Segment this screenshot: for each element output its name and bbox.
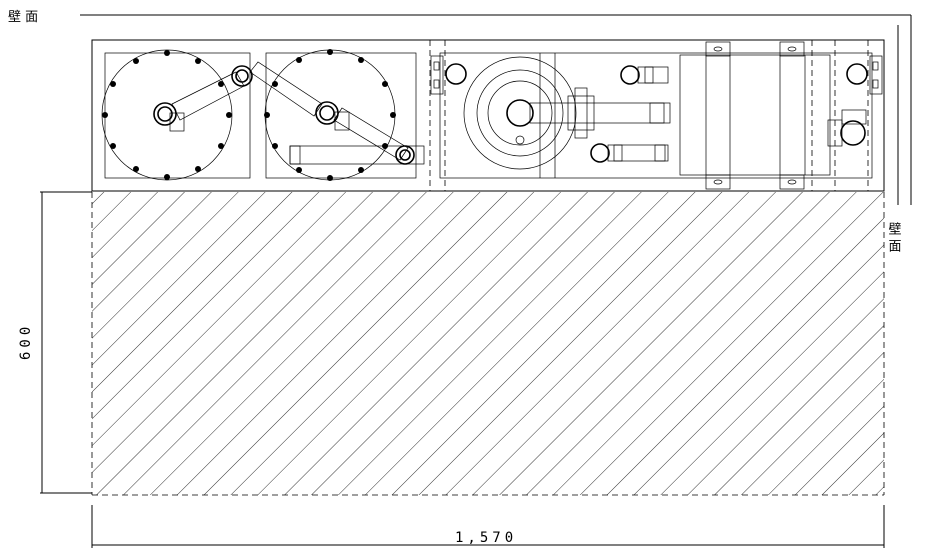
bracket-left (430, 55, 467, 95)
wall-lines (80, 14, 912, 205)
dimension-depth-label: 600 (18, 323, 34, 360)
turntable-right (249, 49, 425, 181)
dimension-depth (40, 191, 92, 494)
dimension-width-label: 1,570 (455, 530, 517, 546)
bracket-right (827, 55, 883, 147)
dimension-width (91, 505, 885, 548)
rollers (590, 65, 669, 163)
wall-label-right: 壁 面 (886, 222, 902, 253)
rotary-unit (463, 56, 671, 170)
machine-outline (91, 39, 885, 192)
frame-right (679, 41, 831, 190)
service-area-hatched (91, 192, 885, 496)
wall-label-top: 壁 面 (8, 10, 38, 25)
turntable-left (101, 49, 253, 181)
